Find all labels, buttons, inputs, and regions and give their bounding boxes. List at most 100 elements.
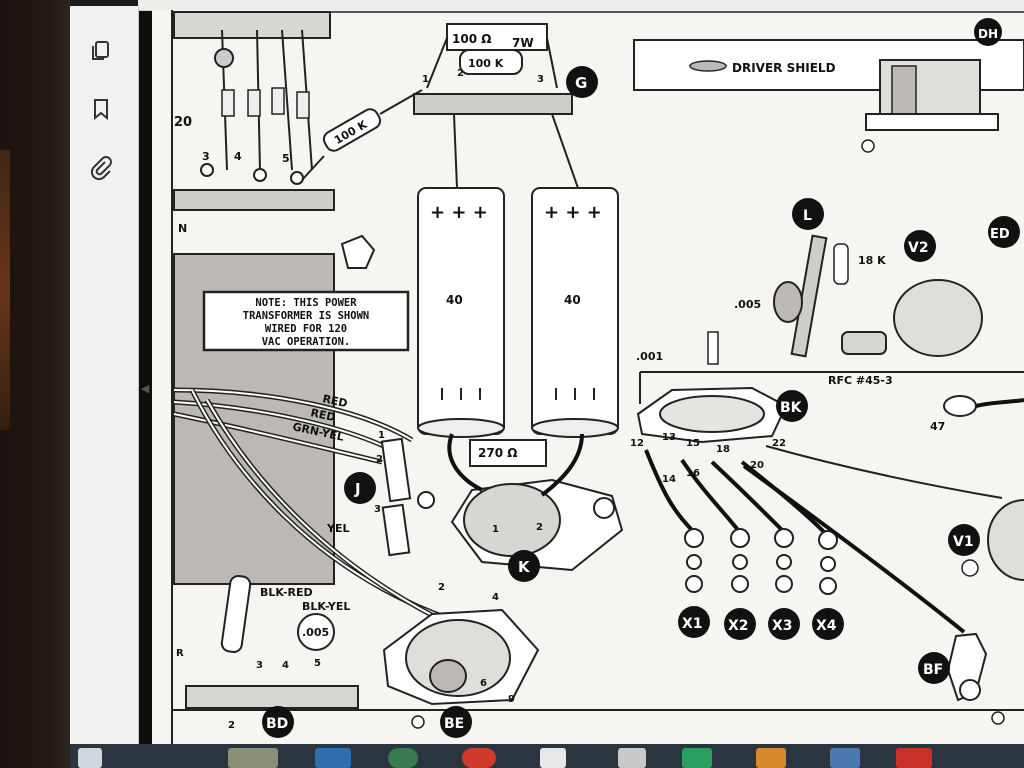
start-icon[interactable] — [78, 748, 102, 768]
schematic-text: 2 — [376, 454, 383, 465]
viewer-sidebar — [70, 6, 139, 744]
schematic-path — [975, 398, 1024, 408]
calculator-icon[interactable] — [682, 748, 712, 768]
badge-BE — [440, 706, 472, 738]
badge-L — [792, 198, 824, 230]
opera-icon[interactable] — [462, 748, 496, 768]
schematic-line — [301, 155, 325, 181]
schematic-circle — [730, 528, 750, 548]
transformer-note: NOTE: THIS POWER TRANSFORMER IS SHOWN WI… — [202, 290, 410, 352]
badge-V2 — [904, 230, 936, 262]
schematic-text: 14 — [662, 474, 676, 485]
schematic-text: VAC OPERATION. — [262, 336, 351, 348]
badge-G — [566, 66, 598, 98]
choke-rfc — [841, 331, 887, 355]
schematic-circle — [593, 497, 615, 519]
app-icon[interactable] — [540, 748, 566, 768]
filter-capacitor-left: + + + 40 — [417, 187, 505, 438]
schematic-text: 1 — [492, 524, 499, 535]
label-R: R — [176, 648, 184, 659]
schematic-rect — [322, 108, 382, 152]
schematic-circle — [731, 575, 749, 593]
socket-V2 — [893, 279, 983, 357]
schematic-line — [281, 29, 293, 171]
schematic-text: DH — [978, 27, 998, 41]
schematic-text: TRANSFORMER IS SHOWN — [243, 310, 369, 322]
resistor-270 — [469, 439, 547, 467]
schematic-text: J — [354, 480, 361, 498]
ambient-glow — [0, 150, 10, 430]
resistor-18k — [833, 243, 849, 285]
terminal-strip-BD — [185, 685, 359, 709]
chassis-nut — [340, 234, 376, 269]
cap-005-bottom — [297, 613, 335, 651]
badge-J — [344, 472, 376, 504]
wire-label-red-1: RED — [321, 392, 348, 410]
schematic-text: G — [575, 74, 587, 92]
schematic-ellipse — [659, 395, 765, 433]
resistor-100k-top: 100 K — [459, 49, 523, 75]
schematic-text: 7W — [512, 36, 534, 50]
wire-label-red-2: RED — [309, 406, 336, 424]
schematic-text: RFC #45-3 — [828, 374, 893, 387]
schematic-text: 3 — [202, 150, 210, 163]
jack-X3: X3 — [710, 460, 800, 640]
resistor-100k-diagonal: 100 K — [322, 108, 382, 152]
schematic-rect — [865, 113, 999, 131]
schematic-circle — [961, 559, 979, 577]
schematic-line — [426, 37, 448, 89]
schematic-circle — [684, 528, 704, 548]
schematic-line — [453, 113, 458, 189]
terminal-strip-left — [173, 189, 335, 211]
pdf-reader-icon[interactable] — [896, 748, 932, 768]
schematic-circle — [732, 554, 748, 570]
schematic-path — [742, 464, 966, 634]
bookmark-icon[interactable] — [84, 92, 118, 126]
document-icon[interactable] — [618, 748, 646, 768]
schematic-text: 100 Ω — [452, 32, 491, 46]
schematic-text: .005 — [302, 626, 329, 639]
badge-K — [508, 550, 540, 582]
schematic-circle — [724, 608, 756, 640]
schematic-ellipse — [429, 659, 467, 693]
schematic-text: + + + — [544, 202, 602, 223]
schematic-text: 1 — [422, 74, 429, 85]
schematic-text: 4 — [282, 660, 289, 671]
badge-ED — [988, 216, 1020, 248]
socket-V1 — [987, 499, 1024, 581]
schematic-circle — [253, 168, 267, 182]
file-explorer-icon[interactable] — [228, 748, 278, 768]
label-20: 20 — [174, 115, 192, 130]
schematic-circle — [861, 139, 875, 153]
copy-pages-icon[interactable] — [84, 34, 118, 68]
schematic-circle — [820, 556, 836, 572]
terminal-strip-G — [413, 93, 573, 115]
schematic-text: 3 — [256, 660, 263, 671]
pdf-page-canvas: 3 4 5 20 N 100 K 100 Ω 7W 100 K 1 2 3 G … — [152, 10, 1024, 744]
schematic-path — [710, 460, 784, 532]
schematic-text: 270 Ω — [478, 446, 517, 460]
schematic-circle — [776, 554, 792, 570]
schematic-text: X3 — [772, 618, 793, 634]
schematic-text: 4 — [234, 150, 242, 163]
paint-icon[interactable] — [756, 748, 786, 768]
sidebar-collapse-arrow-icon[interactable]: ◀ — [140, 382, 150, 395]
resistor-BD — [220, 575, 252, 653]
schematic-text: 22 — [772, 438, 786, 449]
browser-icon[interactable] — [388, 748, 418, 768]
schematic-ellipse — [531, 418, 619, 438]
schematic-rect — [95, 41, 109, 58]
store-icon[interactable] — [315, 748, 351, 768]
schematic-text: 1 — [378, 430, 385, 441]
schematic-text: V2 — [908, 240, 929, 256]
schematic-path — [173, 389, 413, 441]
label-N: N — [178, 222, 187, 235]
schematic-text: 100 K — [468, 57, 504, 70]
terminal-BF: BF — [918, 632, 988, 702]
attachment-icon[interactable] — [84, 150, 118, 184]
palette-icon[interactable] — [830, 748, 860, 768]
schematic-drawing: 3 4 5 20 N 100 K 100 Ω 7W 100 K 1 2 3 G … — [171, 10, 1024, 744]
schematic-text: BD — [266, 716, 288, 732]
schematic-text: 2 — [228, 720, 235, 731]
schematic-line — [551, 113, 579, 189]
